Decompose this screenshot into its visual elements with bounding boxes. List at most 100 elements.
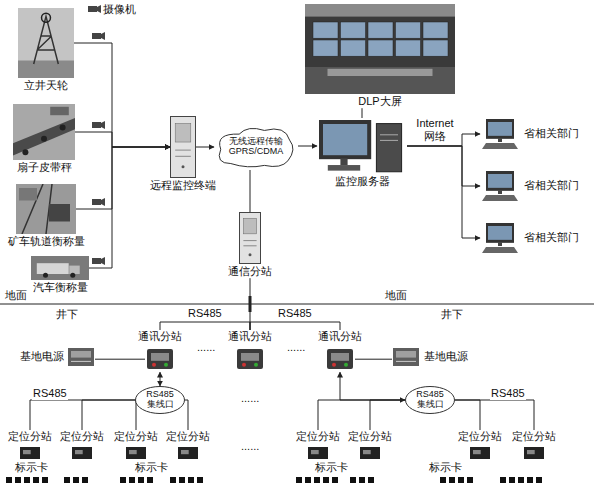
camera-symbol xyxy=(101,121,105,129)
hub-symbol xyxy=(136,387,185,414)
locator-symbol xyxy=(19,446,41,460)
tag-card-symbol xyxy=(188,477,194,483)
node-label: 无线远程传输 GPRS/CDMA xyxy=(226,137,286,157)
connector xyxy=(135,400,136,430)
station-symbol xyxy=(237,349,263,369)
device-node: 通讯分站 xyxy=(318,330,362,372)
pc-symbol xyxy=(480,170,520,202)
station-symbol xyxy=(235,346,265,372)
pc-symbol xyxy=(480,222,520,254)
node-label: 通信分站 xyxy=(228,265,272,278)
belt-symbol xyxy=(13,104,75,160)
device-icon xyxy=(480,222,520,254)
free-label: 标示卡 xyxy=(428,461,463,474)
truck-symbol xyxy=(31,256,89,280)
pc-symbol xyxy=(482,247,518,253)
camera-symbol xyxy=(88,5,105,265)
server-symbol xyxy=(328,165,360,171)
station-symbol xyxy=(331,353,349,361)
locator-symbol xyxy=(177,446,199,460)
locator-symbol xyxy=(20,447,40,459)
camera-symbol xyxy=(92,33,101,39)
free-label: 摄像机 xyxy=(102,3,137,16)
locator-symbol xyxy=(72,447,92,459)
power-symbol xyxy=(392,346,420,368)
free-label: 地面 xyxy=(384,289,408,302)
station-symbol xyxy=(325,346,355,372)
tag-card-symbol xyxy=(147,477,153,483)
locator-symbol xyxy=(75,450,83,454)
device-icon xyxy=(67,346,95,368)
cloud-symbol xyxy=(219,128,293,166)
truck-symbol xyxy=(43,273,48,278)
connector xyxy=(455,400,534,430)
device-node: 监控服务器 xyxy=(317,118,407,188)
station-symbol xyxy=(344,363,348,367)
device-icon xyxy=(317,118,407,174)
tag-card-symbol xyxy=(359,477,365,483)
locator-symbol xyxy=(470,447,490,459)
connector-label: RS485 xyxy=(490,387,526,400)
device-icon xyxy=(19,446,41,460)
free-label: 标示卡 xyxy=(134,461,169,474)
node-label: 监控服务器 xyxy=(335,175,390,188)
tag-card-symbol xyxy=(129,477,135,483)
connector xyxy=(370,400,405,430)
tag-card-symbol xyxy=(6,477,542,483)
dlp-symbol xyxy=(396,22,421,38)
device-node: 定位分站 xyxy=(60,430,104,460)
camera-symbol xyxy=(97,5,101,13)
locator-symbol xyxy=(307,446,329,460)
pc-symbol xyxy=(480,118,520,150)
node-label: 省相关部门 xyxy=(524,179,579,192)
tag-card-symbol xyxy=(323,477,329,483)
tag-card-symbol xyxy=(314,477,320,483)
free-label: 井下 xyxy=(55,308,79,321)
device-icon xyxy=(307,446,329,460)
locator-symbol xyxy=(360,447,380,459)
device-icon: RS485 集线口 xyxy=(135,386,185,414)
device-node: 定位分站 xyxy=(296,430,340,460)
node-label: 定位分站 xyxy=(8,430,52,443)
connector xyxy=(89,147,170,268)
track-symbol xyxy=(19,188,37,201)
power-symbol xyxy=(71,351,91,358)
hub-symbol xyxy=(406,387,455,414)
device-icon xyxy=(239,212,261,264)
device-node: 省相关部门 xyxy=(480,222,579,254)
connector xyxy=(362,108,363,118)
device-node: 定位分站 xyxy=(512,430,556,460)
tower-symbol xyxy=(42,13,51,22)
locator-symbol xyxy=(473,450,481,454)
pc-symbol xyxy=(498,242,502,246)
cabinet-symbol xyxy=(243,245,256,246)
node-label: 通讯分站 xyxy=(318,330,362,343)
device-node: 矿车轨道衡称量 xyxy=(8,184,85,248)
locator-symbol xyxy=(359,446,381,460)
power-symbol xyxy=(71,361,91,362)
tag-card-symbol xyxy=(458,477,464,483)
cabinet-symbol xyxy=(170,116,196,178)
cabinet-symbol xyxy=(175,156,191,157)
locator-symbol xyxy=(125,446,147,460)
locator-symbol xyxy=(126,447,146,459)
locator-symbol xyxy=(469,446,491,460)
locator-symbol xyxy=(181,450,189,454)
server-symbol xyxy=(323,124,367,155)
belt-symbol xyxy=(22,149,28,155)
tag-card-symbol xyxy=(197,477,203,483)
connector xyxy=(355,359,392,360)
server-symbol xyxy=(380,134,398,135)
tag-card-symbol xyxy=(527,477,533,483)
connector xyxy=(95,359,145,360)
device-icon xyxy=(125,446,147,460)
cabinet-symbol xyxy=(249,253,252,256)
device-icon xyxy=(170,116,196,178)
pc-symbol xyxy=(498,190,502,194)
connector xyxy=(455,400,480,430)
truck-symbol xyxy=(69,266,79,274)
device-icon xyxy=(71,446,93,460)
pc-symbol xyxy=(486,223,514,243)
